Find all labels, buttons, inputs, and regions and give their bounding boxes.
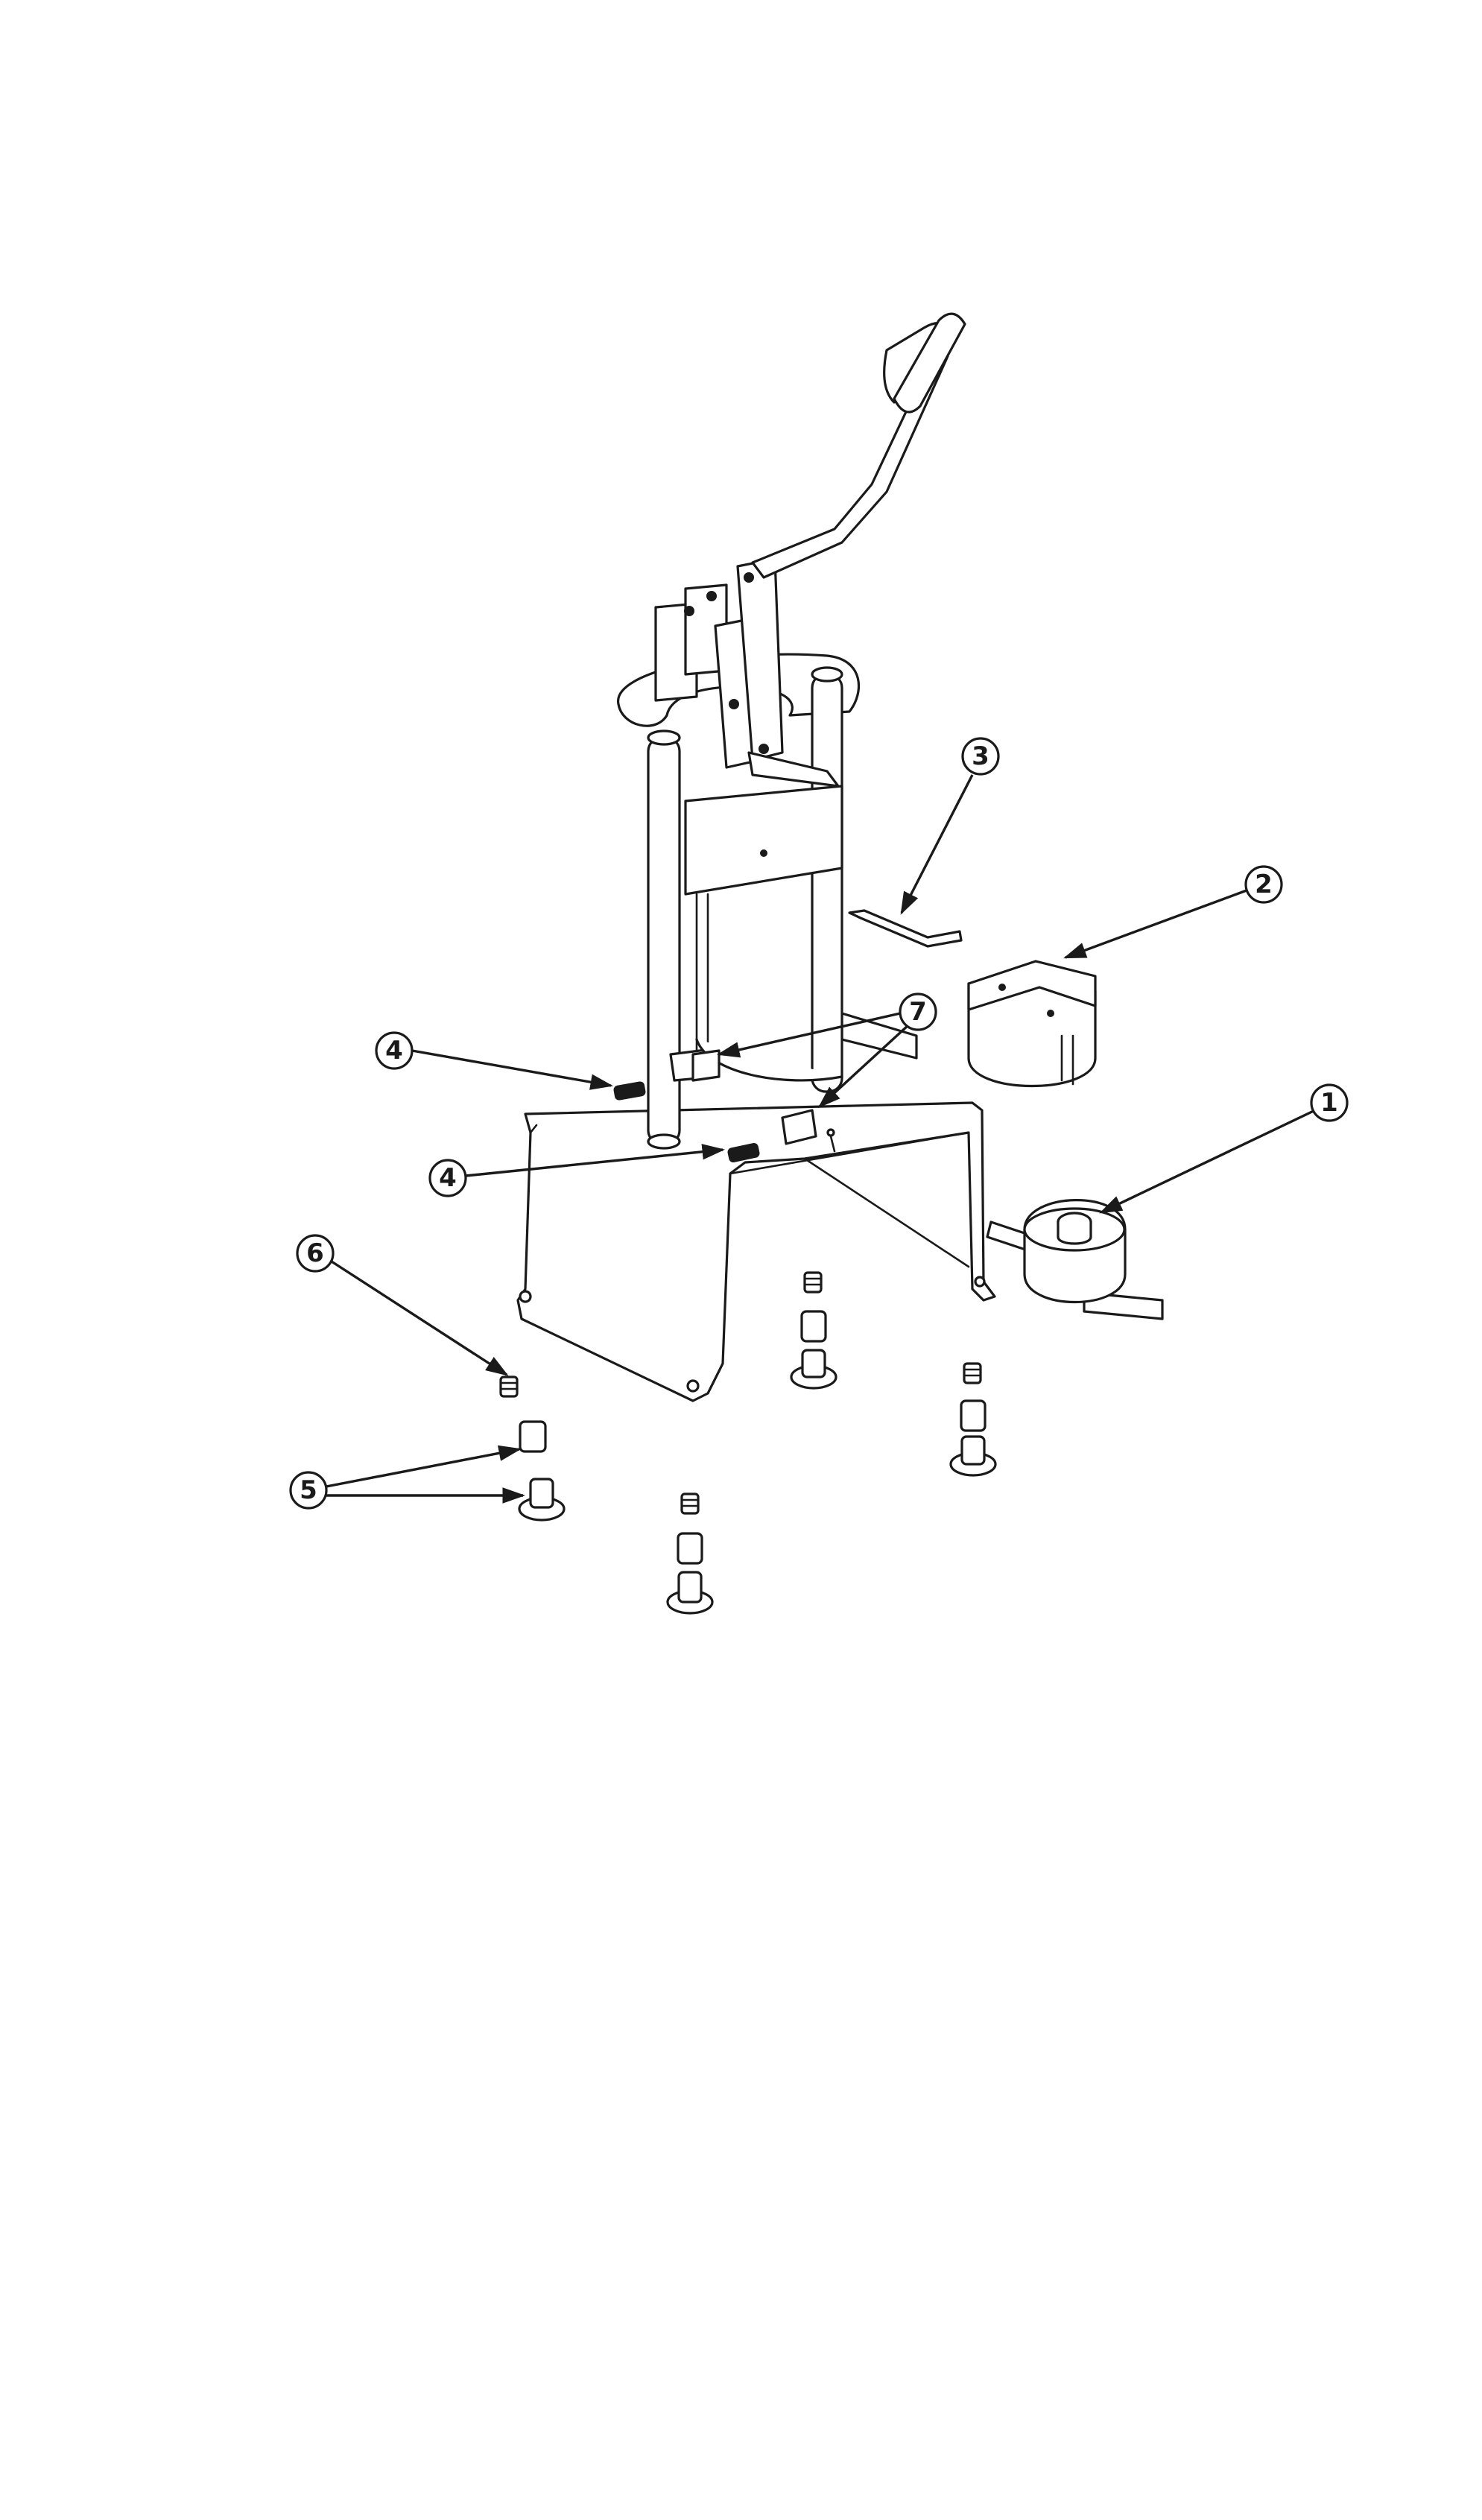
callout-3: 3 [961, 737, 1000, 776]
callout-7-label: 7 [909, 997, 927, 1027]
callout-2-label: 2 [1255, 870, 1273, 899]
callout-4-lower: 4 [428, 1159, 467, 1197]
foot-set-right [949, 1362, 997, 1477]
callout-6: 6 [296, 1234, 335, 1273]
callout-1-label: 1 [1320, 1088, 1338, 1118]
callout-7: 7 [899, 993, 937, 1031]
part-7-clamp-blocks [691, 1049, 836, 1153]
part-1-cutter-ring [986, 1199, 1164, 1320]
callout-2: 2 [1244, 865, 1283, 904]
callout-5: 5 [289, 1471, 328, 1510]
base-frame [516, 1012, 996, 1402]
part-2-cylinder-cap [967, 960, 1097, 1087]
callout-3-label: 3 [972, 741, 989, 771]
callout-4-upper: 4 [375, 1031, 414, 1070]
leader-lines [326, 774, 1316, 1504]
foot-set-front [666, 1492, 714, 1615]
callout-1: 1 [1310, 1083, 1349, 1122]
foot-set-left [499, 1375, 566, 1522]
part-3-hex-key [848, 909, 963, 948]
foot-set-center-back [790, 1271, 837, 1390]
callout-5-label: 5 [300, 1475, 317, 1505]
callout-4-upper-label: 4 [385, 1036, 403, 1066]
part-4-screws [613, 1081, 760, 1163]
callout-6-label: 6 [306, 1238, 324, 1268]
callout-4-lower-label: 4 [439, 1163, 457, 1193]
